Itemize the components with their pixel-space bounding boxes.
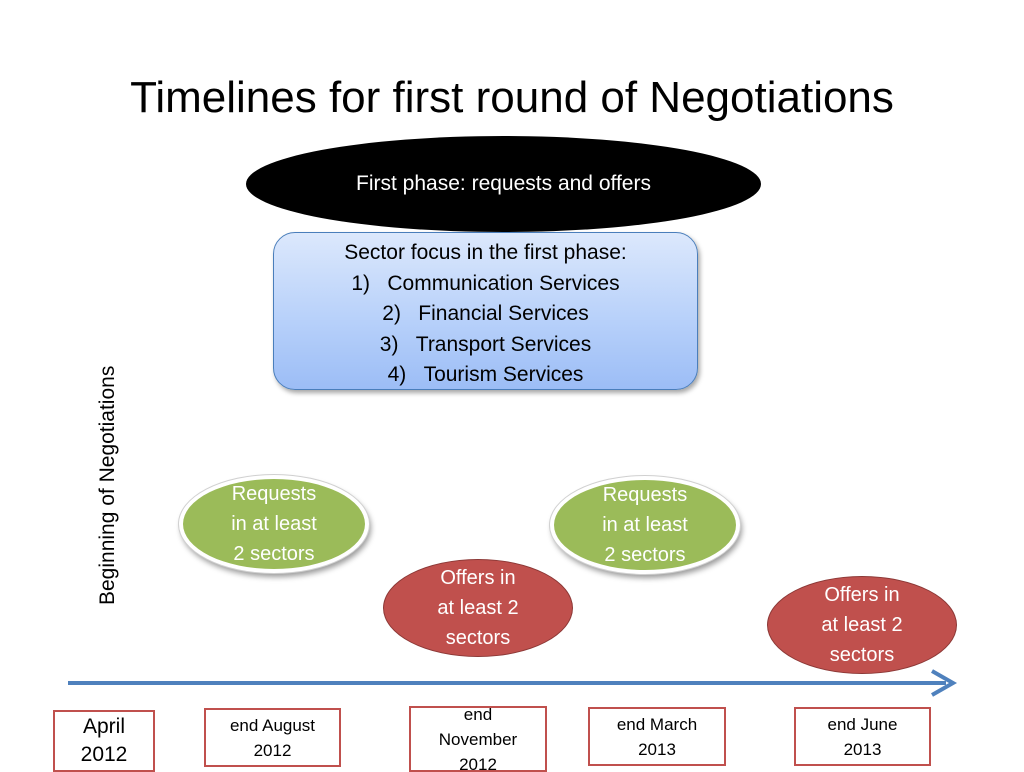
date-box-end-august-2012: end August 2012 (204, 708, 341, 767)
offers-oval-2: Offers in at least 2 sectors (767, 576, 957, 674)
sector-item: 1) Communication Services (274, 269, 697, 300)
offers-oval-1: Offers in at least 2 sectors (383, 559, 573, 657)
sector-focus-box: Sector focus in the first phase: 1) Commu… (273, 232, 698, 390)
date-4-line1: end March (616, 714, 698, 734)
requests-1-line1: Requests (231, 483, 317, 505)
sector-item-label: Communication Services (387, 271, 620, 295)
offers-2-line2: at least 2 (821, 614, 903, 636)
phase-ellipse: First phase: requests and offers (246, 136, 761, 232)
date-1-line1: April (82, 715, 125, 738)
offers-1-line3: sectors (445, 627, 511, 649)
date-box-end-march-2013: end March 2013 (588, 707, 726, 766)
date-3-line2: November (438, 730, 518, 749)
date-box-end-june-2013: end June 2013 (794, 707, 931, 766)
requests-2-line2: in at least (602, 514, 688, 536)
offers-2-line1: Offers in (824, 584, 900, 606)
date-3-line1: end (463, 706, 493, 724)
sector-item-number: 2) (382, 302, 401, 325)
requests-1-line2: in at least (231, 513, 317, 535)
date-2-line2: 2012 (253, 740, 292, 760)
sector-item: 4) Tourism Services (274, 360, 697, 391)
date-2-line1: end August (229, 715, 316, 735)
date-box-end-november-2012: end November 2012 (409, 706, 547, 772)
sector-item-label: Transport Services (415, 332, 592, 356)
date-box-april-2012: April 2012 (53, 710, 155, 772)
requests-2-line3: 2 sectors (604, 544, 686, 566)
requests-1-line3: 2 sectors (233, 543, 315, 565)
sector-item-number: 1) (351, 271, 371, 295)
offers-1-line1: Offers in (440, 567, 516, 589)
offers-2-line3: sectors (829, 644, 895, 666)
date-1-line2: 2012 (80, 743, 128, 766)
requests-oval-2: Requests in at least 2 sectors (550, 476, 740, 574)
page-title: Timelines for first round of Negotiation… (130, 73, 894, 122)
sector-item-label: Financial Services (418, 302, 589, 325)
sector-item-number: 3) (379, 332, 399, 356)
date-5-line1: end June (827, 714, 898, 734)
phase-label: First phase: requests and offers (356, 172, 651, 195)
sector-item-number: 4) (387, 363, 407, 386)
date-3-line3: 2012 (459, 755, 497, 772)
requests-2-line1: Requests (602, 484, 688, 506)
offers-1-line2: at least 2 (437, 597, 519, 619)
sector-item-label: Tourism Services (423, 363, 584, 386)
requests-oval-1: Requests in at least 2 sectors (179, 475, 369, 573)
sector-heading: Sector focus in the first phase: (344, 241, 627, 264)
sector-item: 2) Financial Services (274, 299, 697, 330)
date-5-line2: 2013 (843, 739, 882, 759)
date-4-line2: 2013 (638, 739, 676, 759)
sector-item: 3) Transport Services (274, 330, 697, 361)
